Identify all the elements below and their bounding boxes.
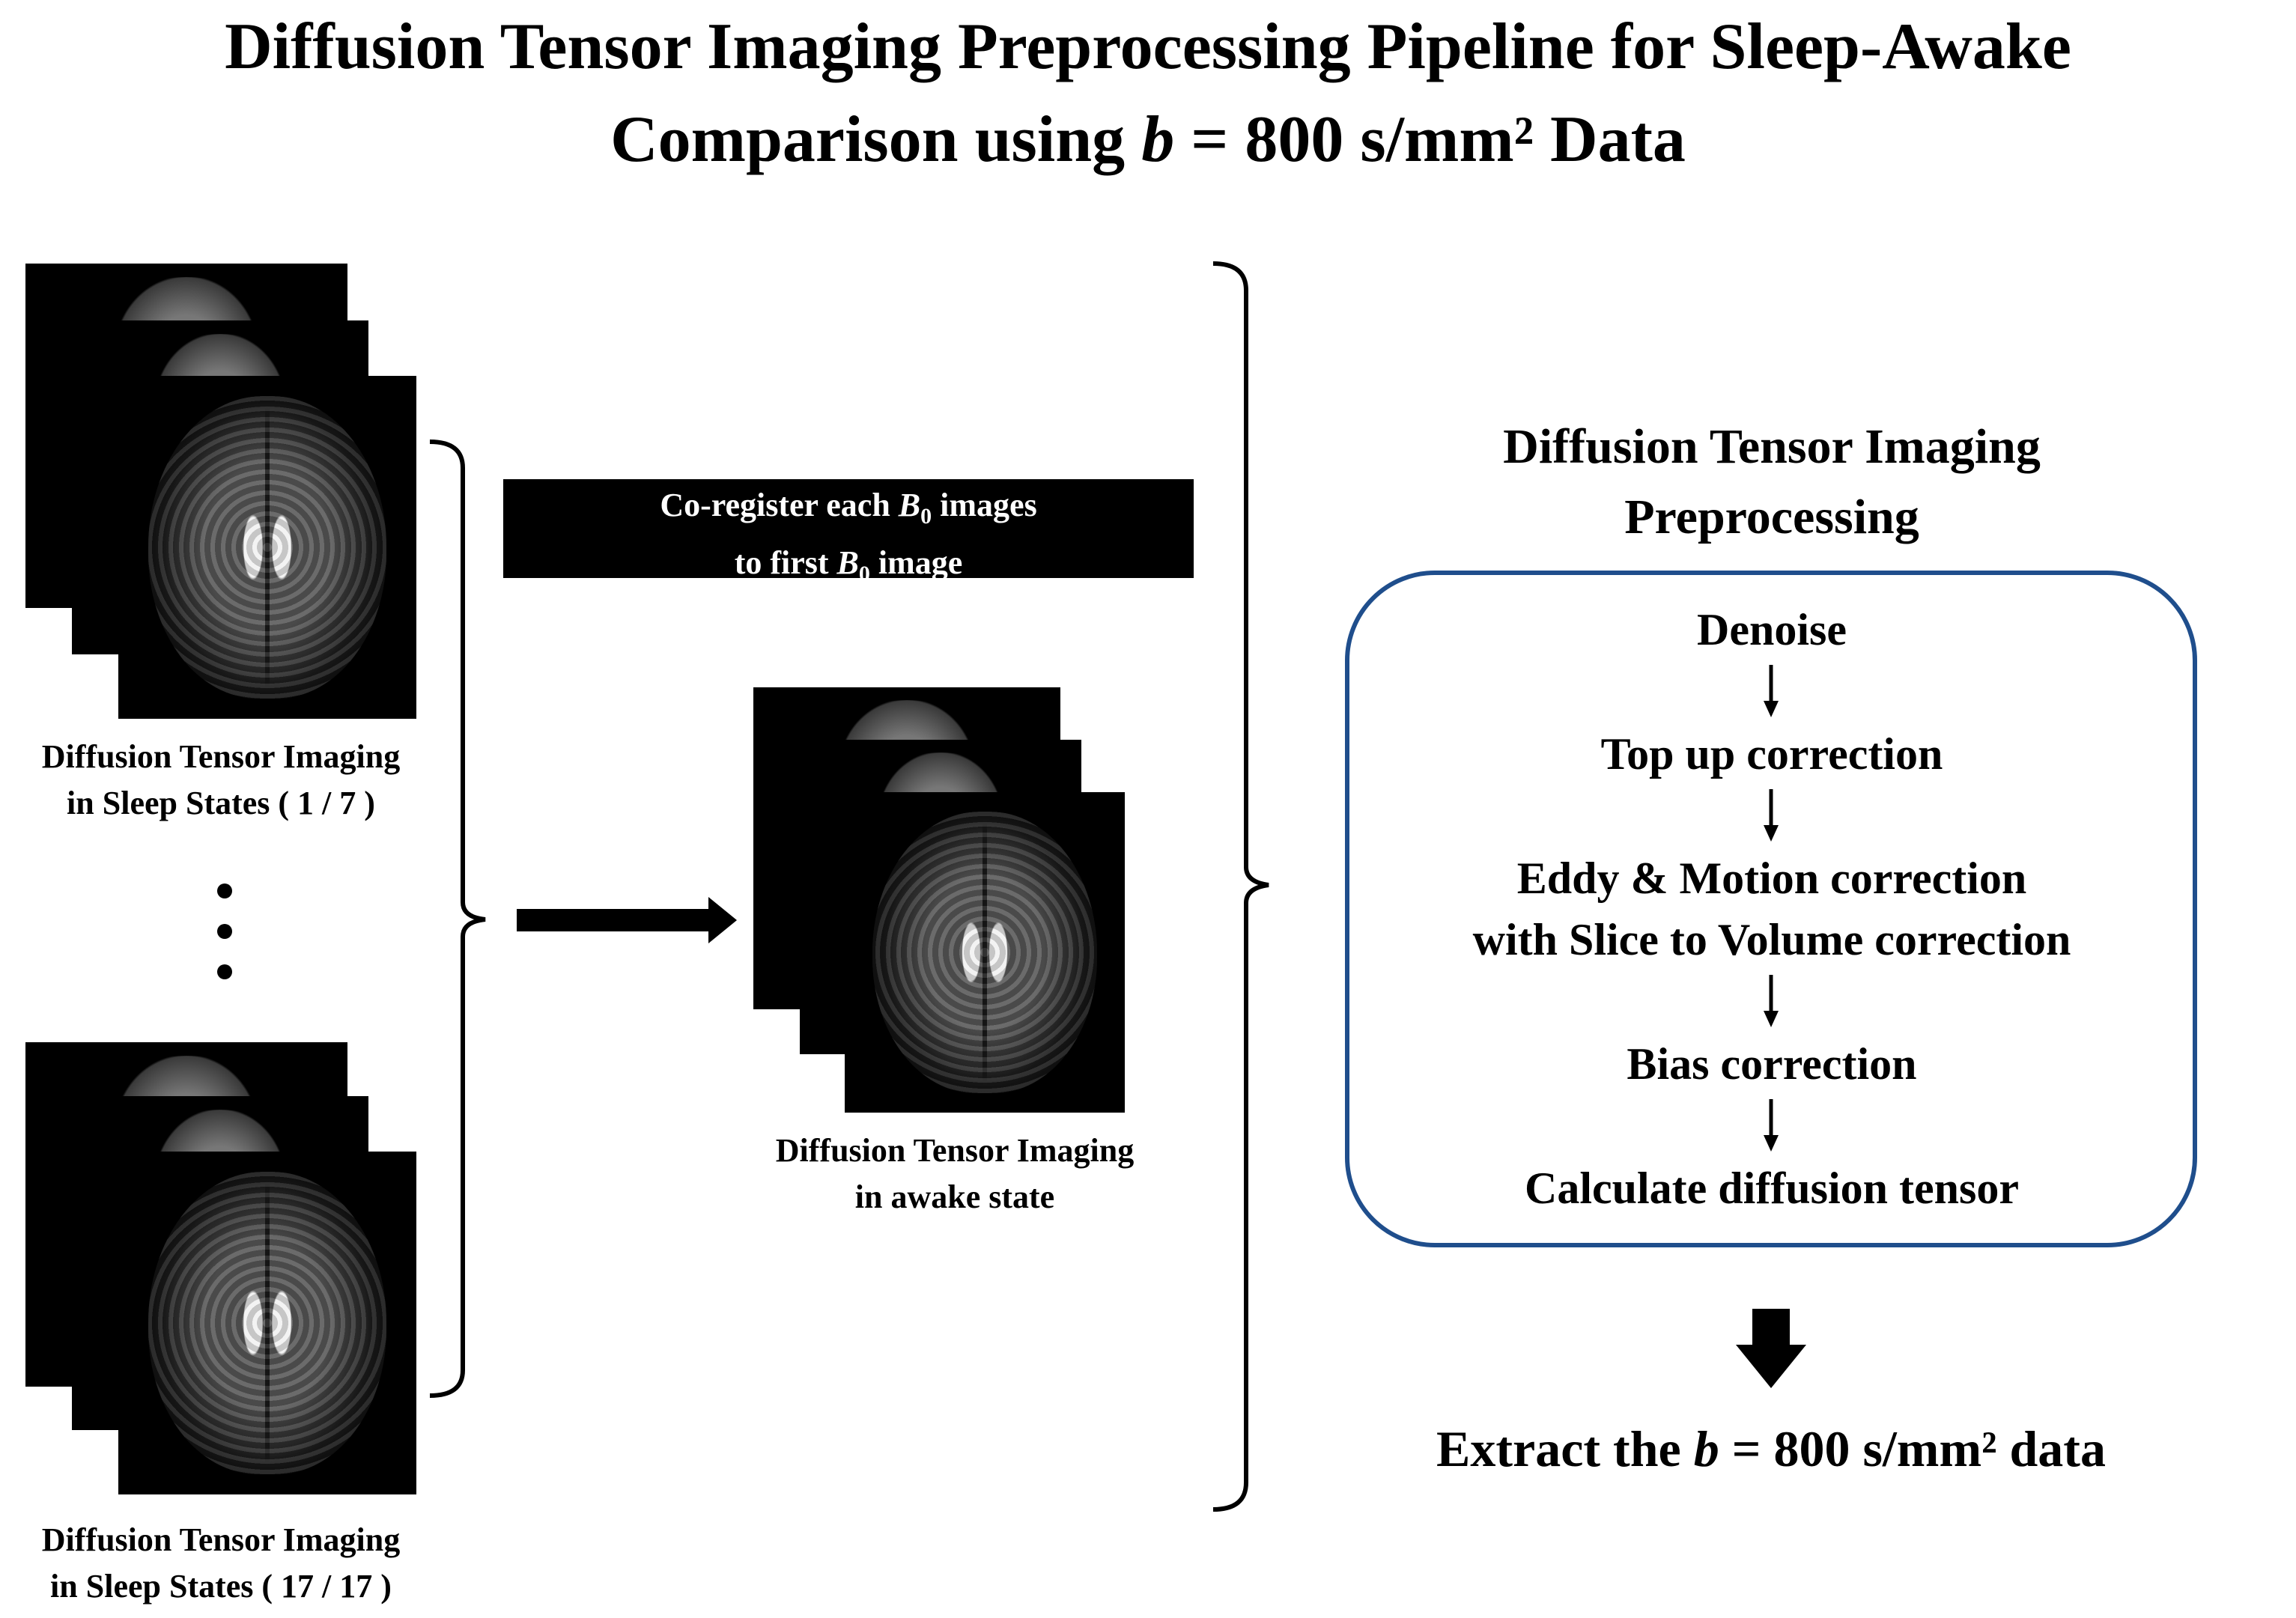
caption-line: Diffusion Tensor Imaging (41, 1521, 401, 1558)
step-slice-to-volume: with Slice to Volume correction (1472, 915, 2071, 964)
preprocessing-box (1345, 571, 2197, 1247)
down-arrow-steps (1764, 665, 1779, 1152)
coregister-line2: to first B0 image (734, 544, 963, 586)
left-bracket (429, 440, 486, 1398)
step-calculate-tensor: Calculate diffusion tensor (1525, 1164, 2019, 1213)
step-bias-correction: Bias correction (1627, 1039, 1917, 1089)
title-variable: b (1141, 103, 1175, 176)
caption-line: in Sleep States ( 1 / 7 ) (67, 785, 375, 821)
ellipsis-dot (217, 924, 232, 939)
brain-scan-image (118, 376, 416, 719)
caption-line: in awake state (854, 1178, 1055, 1215)
caption-line: Diffusion Tensor Imaging (775, 1132, 1135, 1169)
coregister-box: Co-register each B0 images to first B0 i… (503, 479, 1194, 586)
diagram-title-line2: Comparison using b = 800 s/mm² Data (0, 106, 2296, 174)
caption-line: in Sleep States ( 17 / 17 ) (50, 1568, 392, 1605)
preprocessing-heading: Diffusion Tensor Imaging Preprocessing (1342, 412, 2202, 553)
output-extract-text: Extract the b = 800 s/mm² data (1436, 1420, 2106, 1477)
right-arrow (517, 897, 737, 943)
right-bracket (1212, 261, 1269, 1512)
down-arrow-output (1736, 1309, 1806, 1388)
heading-line: Preprocessing (1624, 490, 1919, 544)
brain-scan-image (118, 1152, 416, 1494)
step-topup-correction: Top up correction (1600, 729, 1943, 779)
sleep-last-caption: Diffusion Tensor Imaging in Sleep States… (0, 1517, 442, 1610)
awake-caption: Diffusion Tensor Imaging in awake state (719, 1128, 1191, 1220)
title-text: Comparison using (610, 103, 1142, 176)
ellipsis-dot (217, 964, 232, 979)
title-text-end: = 800 s/mm² Data (1174, 103, 1686, 176)
brain-scan-image (845, 792, 1125, 1113)
diagram-title-line1: Diffusion Tensor Imaging Preprocessing P… (225, 10, 2071, 83)
step-eddy-motion-correction: Eddy & Motion correction (1516, 854, 2027, 903)
caption-line: Diffusion Tensor Imaging (41, 738, 401, 775)
heading-line: Diffusion Tensor Imaging (1503, 419, 2041, 474)
ellipsis-dot (217, 883, 232, 898)
sleep-first-caption: Diffusion Tensor Imaging in Sleep States… (0, 734, 442, 827)
step-denoise: Denoise (1697, 605, 1847, 654)
coregister-line1: Co-register each B0 images (660, 487, 1037, 529)
